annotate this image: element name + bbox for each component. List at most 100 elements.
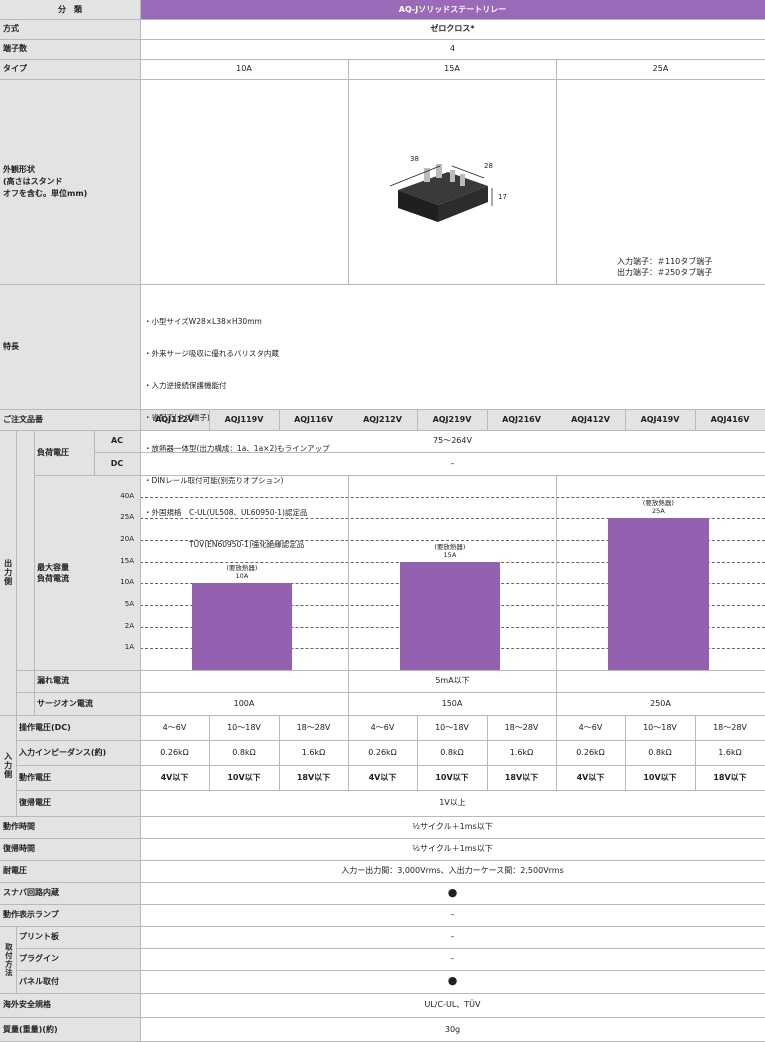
input-impedance-value: 0.8kΩ xyxy=(440,747,464,757)
dropout-voltage-label: 復帰電圧 xyxy=(19,798,51,808)
input-impedance-value: 0.8kΩ xyxy=(232,747,256,757)
surge-10a: 100A xyxy=(233,698,255,708)
input-impedance-value: 0.8kΩ xyxy=(648,747,672,757)
load-voltage-dc-value: – xyxy=(450,458,455,468)
gridline xyxy=(140,518,765,519)
weight-label: 質量(重量)(約) xyxy=(3,1024,58,1034)
relay-top-face xyxy=(398,172,488,205)
order-label: ご注文品番 xyxy=(0,409,140,430)
row-border xyxy=(0,59,765,60)
load-voltage-label: 負荷電圧 xyxy=(37,447,69,457)
relay-product-image xyxy=(389,164,493,222)
feature-item: ・放熱器一体型(出力構成：1a、1a×2)もラインアップ xyxy=(144,444,330,454)
pickup-voltage-value: 18V以下 xyxy=(296,772,331,782)
header-product-bg xyxy=(140,0,765,19)
column-border xyxy=(348,59,349,284)
plugin-label: プラグイン xyxy=(19,954,59,964)
bar-value-label: 15A xyxy=(443,551,457,559)
column-border xyxy=(695,715,696,790)
row-border xyxy=(16,765,765,766)
column-border xyxy=(279,715,280,790)
order-number: AQJ112V xyxy=(155,414,194,424)
load-voltage-ac-value: 75〜264V xyxy=(433,436,472,446)
pickup-voltage-value: 4V以下 xyxy=(368,772,397,782)
operate-time-value: ½サイクル＋1ms以下 xyxy=(412,822,493,832)
pickup-voltage-value: 10V以下 xyxy=(643,772,677,782)
safety-value: UL/C-UL、TÜV xyxy=(424,1000,481,1010)
column-border xyxy=(348,715,349,790)
input-side-label: 入力側 xyxy=(3,752,13,779)
feature-item: ・小型サイズW28×L38×H30mm xyxy=(144,317,262,327)
feature-item: ・外国規格 C-UL(UL508、UL60950-1)認定品 xyxy=(144,507,308,517)
tab-terminal xyxy=(436,164,442,178)
input-impedance-value: 0.26kΩ xyxy=(368,747,397,757)
operating-voltage-value: 4〜6V xyxy=(370,722,395,732)
mounting-group-label: 取付方法 xyxy=(4,942,14,977)
header-category-bg xyxy=(0,0,140,19)
release-time-value: ½サイクル＋1ms以下 xyxy=(412,844,493,854)
method-label: 方式 xyxy=(0,19,140,39)
row-border xyxy=(0,838,765,839)
surge-25a: 250A xyxy=(650,698,671,708)
dim-width: 28 xyxy=(484,162,493,170)
row-border xyxy=(0,860,765,861)
y-tick-label: 25A xyxy=(120,513,134,521)
input-impedance-value: 0.26kΩ xyxy=(160,747,189,757)
operate-time-label: 動作時間 xyxy=(3,822,35,832)
relay-front-face xyxy=(398,190,438,222)
bar-label: (要放熱器) xyxy=(226,564,258,572)
column-border xyxy=(625,409,626,430)
column-border xyxy=(556,715,557,790)
surge-label: サージオン電流 xyxy=(37,698,93,708)
column-border xyxy=(140,0,141,1042)
order-number: AQJ119V xyxy=(224,414,264,424)
row-border xyxy=(0,816,765,817)
y-tick-label: 5A xyxy=(124,600,134,608)
type-label: タイプ xyxy=(0,59,140,79)
pickup-voltage-value: 4V以下 xyxy=(576,772,605,782)
input-impedance-value: 1.6kΩ xyxy=(509,747,534,757)
type-10a: 10A xyxy=(236,64,252,74)
column-border xyxy=(556,475,557,715)
gridline xyxy=(140,540,765,541)
row-border xyxy=(16,692,765,693)
input-impedance-value: 1.6kΩ xyxy=(718,747,742,757)
row-border xyxy=(0,284,765,285)
bar-label: (要放熱器) xyxy=(434,543,466,551)
surge-15a: 150A xyxy=(441,698,463,708)
column-border xyxy=(417,409,418,430)
weight-value: 30g xyxy=(444,1024,461,1034)
operating-voltage-value: 10〜18V xyxy=(643,722,677,732)
column-border xyxy=(348,475,349,715)
pcb-label: プリント板 xyxy=(19,932,59,942)
tab-terminal xyxy=(450,170,455,182)
row-border xyxy=(0,430,765,431)
panel-label: パネル取付 xyxy=(19,976,59,986)
feature-item: TÜV(EN60950-1)強化絶縁認定品 xyxy=(144,539,305,549)
order-number: AQJ416V xyxy=(710,414,750,424)
column-border xyxy=(695,409,696,430)
column-border xyxy=(279,409,280,430)
dropout-voltage-value: 1V以上 xyxy=(439,798,466,808)
leakage-label: 漏れ電流 xyxy=(37,676,69,686)
dielectric-label: 耐電圧 xyxy=(3,866,27,876)
feature-item: ・入力逆接続保護機能付 xyxy=(144,380,227,390)
row-border xyxy=(0,904,765,905)
relay-side-face xyxy=(438,186,488,222)
operating-voltage-label: 操作電圧(DC) xyxy=(19,722,71,732)
y-tick-label: 10A xyxy=(120,578,134,586)
row-border xyxy=(94,452,765,453)
terminal-note: 入力端子：＃110タブ端子 出力端子：＃250タブ端子 xyxy=(617,257,713,277)
release-time-label: 復帰時間 xyxy=(3,844,35,854)
terminals-label: 端子数 xyxy=(0,39,140,59)
pickup-voltage-value: 4V以下 xyxy=(160,772,189,782)
pcb-value: – xyxy=(450,932,455,942)
tab-terminal xyxy=(424,168,430,182)
column-border xyxy=(417,715,418,790)
dielectric-value: 入力ー出力間：3,000Vrms、入出力ーケース間：2,500Vrms xyxy=(341,866,564,876)
row-border xyxy=(34,475,765,476)
feature-item: ・DINレール取付可能(別売りオプション) xyxy=(144,476,284,486)
method-value: ゼロクロス* xyxy=(430,24,475,34)
max-load-current-label: 最大容量 負荷電流 xyxy=(37,562,69,583)
